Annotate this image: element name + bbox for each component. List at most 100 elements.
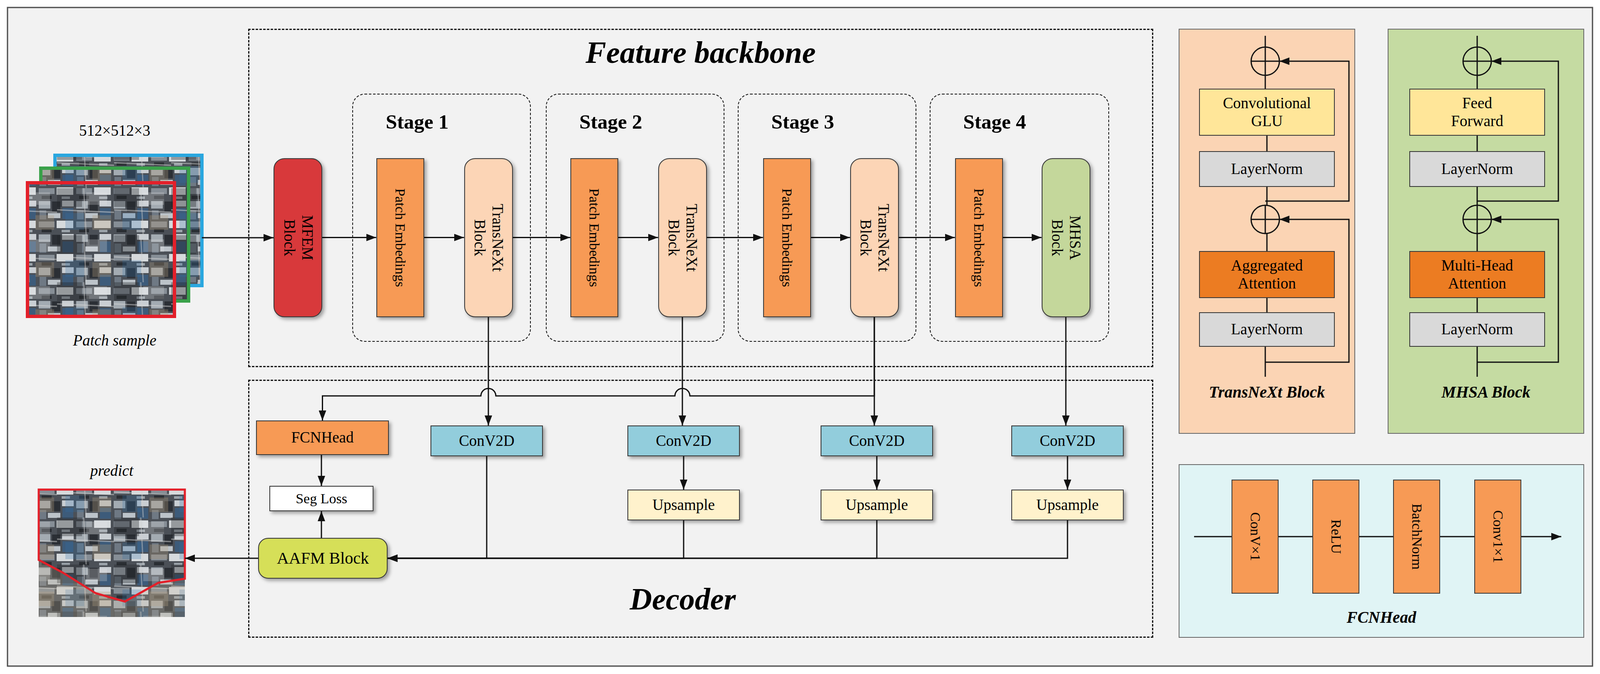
panel-fill xyxy=(1178,28,1356,434)
box-label: Seg Loss xyxy=(295,490,348,507)
box-label: ConV2D xyxy=(458,432,515,451)
connector xyxy=(424,236,465,239)
process-box: TransNeXt Block xyxy=(658,158,707,318)
box-label: Multi-Head Attention xyxy=(1425,256,1530,293)
box-label: FCNHead xyxy=(291,428,354,447)
box-label: Patch Embedings xyxy=(778,166,795,309)
process-box: Patch Embedings xyxy=(376,158,425,318)
box-label: LayerNorm xyxy=(1441,320,1514,339)
group-title: 512×512×3 xyxy=(79,121,151,140)
image-panel: 512×512×3Patch sample xyxy=(27,155,202,317)
box-label: LayerNorm xyxy=(1231,160,1304,179)
group-box: Stage 4 Patch Embedings MHSA Block xyxy=(929,93,1110,342)
box-label: Conv1×1 xyxy=(1489,484,1506,589)
process-box: LayerNorm xyxy=(1409,151,1546,187)
box-label: Convolutional GLU xyxy=(1214,94,1319,130)
connector xyxy=(387,520,684,559)
box-label: Patch Embedings xyxy=(585,166,603,309)
box-label: Patch Embedings xyxy=(391,166,409,309)
group-box: MHSA BlockFeed ForwardLayerNormMulti-Hea… xyxy=(1387,28,1585,434)
wire xyxy=(1476,35,1479,48)
sum-symbol xyxy=(1251,47,1280,76)
connector xyxy=(1266,298,1268,313)
group-box: Stage 1Patch EmbedingsTransNeXt Block xyxy=(352,93,531,342)
satellite-image xyxy=(27,182,175,317)
connector xyxy=(683,456,685,490)
box-label: Upsample xyxy=(1036,496,1099,515)
box-label: TransNeXt Block xyxy=(856,191,892,284)
box-label: LayerNorm xyxy=(1231,320,1304,339)
connector xyxy=(1065,317,1067,426)
box-label: AAFM Block xyxy=(276,548,369,568)
process-box: MHSA Block xyxy=(1041,158,1091,318)
panel-fill xyxy=(1387,28,1585,434)
connector xyxy=(1440,536,1475,538)
connector xyxy=(184,557,259,560)
group-box: FCNHeadConV×1ReLUBatchNormConv1×1 xyxy=(1178,464,1585,638)
process-box: BatchNorm xyxy=(1393,479,1441,594)
box-label: TransNeXt Block xyxy=(664,191,700,284)
process-box: ConV×1 xyxy=(1231,479,1279,594)
group-title: Patch sample xyxy=(72,331,157,350)
process-box: Patch Embedings xyxy=(955,158,1003,318)
process-box: Patch Embedings xyxy=(570,158,619,318)
process-box: ConV2D xyxy=(627,425,740,457)
box-label: Feed Forward xyxy=(1443,94,1511,130)
group-title: predict xyxy=(90,462,134,481)
group-box: DecoderFCNHeadConV2DConV2DConV2DConV2DSe… xyxy=(248,379,1154,638)
process-box: Convolutional GLU xyxy=(1199,88,1335,136)
connector xyxy=(1476,135,1479,152)
box-label: MHSA Block xyxy=(1047,200,1084,276)
sum-symbols xyxy=(1251,47,1492,234)
group-box: Stage 2 Patch Embedings TransNeXt Block xyxy=(545,93,725,342)
process-box: Conv1×1 xyxy=(1474,479,1522,594)
connector xyxy=(387,520,1068,559)
process-box: LayerNorm xyxy=(1199,151,1335,187)
process-box: Patch Embedings xyxy=(763,158,812,318)
process-box: Feed Forward xyxy=(1409,88,1546,136)
connector xyxy=(387,456,487,559)
process-box: Multi-Head Attention xyxy=(1409,251,1546,299)
group-title: TransNeXt Block xyxy=(1208,383,1326,402)
sum-cross xyxy=(1251,205,1280,234)
group-title: Feature backbone xyxy=(585,34,817,71)
process-box: LayerNorm xyxy=(1409,312,1546,347)
process-box: Upsample xyxy=(1011,489,1124,521)
connector xyxy=(320,511,323,538)
connector xyxy=(1067,456,1069,490)
satellite-image xyxy=(27,182,175,317)
sum-cross xyxy=(1251,47,1280,76)
connector xyxy=(487,317,490,426)
prediction-outline xyxy=(38,489,185,602)
box-label: ConV2D xyxy=(848,432,905,451)
connector xyxy=(512,236,571,239)
group-title: Stage 3 xyxy=(771,110,834,134)
process-box: ReLU xyxy=(1312,479,1360,594)
wire xyxy=(1264,35,1267,48)
box-label: Upsample xyxy=(845,496,909,515)
connector xyxy=(1476,298,1479,313)
group-title: Stage 2 xyxy=(579,110,642,134)
process-box: ConV2D xyxy=(1011,425,1124,457)
group-title: Stage 1 xyxy=(385,110,449,134)
connector xyxy=(681,317,684,426)
outer-frame xyxy=(7,7,1593,667)
image-frame xyxy=(27,182,175,317)
panel-fill xyxy=(1178,464,1585,638)
connector xyxy=(1359,536,1394,538)
sum-cross xyxy=(1463,47,1492,76)
connector xyxy=(1002,236,1042,239)
connector xyxy=(322,317,875,421)
box-label: BatchNorm xyxy=(1408,484,1425,589)
group-title: Stage 4 xyxy=(962,110,1026,134)
box-label: Patch Embedings xyxy=(970,166,987,309)
connector xyxy=(387,520,877,559)
box-label: ReLU xyxy=(1327,484,1344,589)
process-box: Upsample xyxy=(820,489,934,521)
box-label: ConV2D xyxy=(1039,432,1096,451)
connector xyxy=(876,456,878,490)
sum-cross xyxy=(1463,205,1492,234)
